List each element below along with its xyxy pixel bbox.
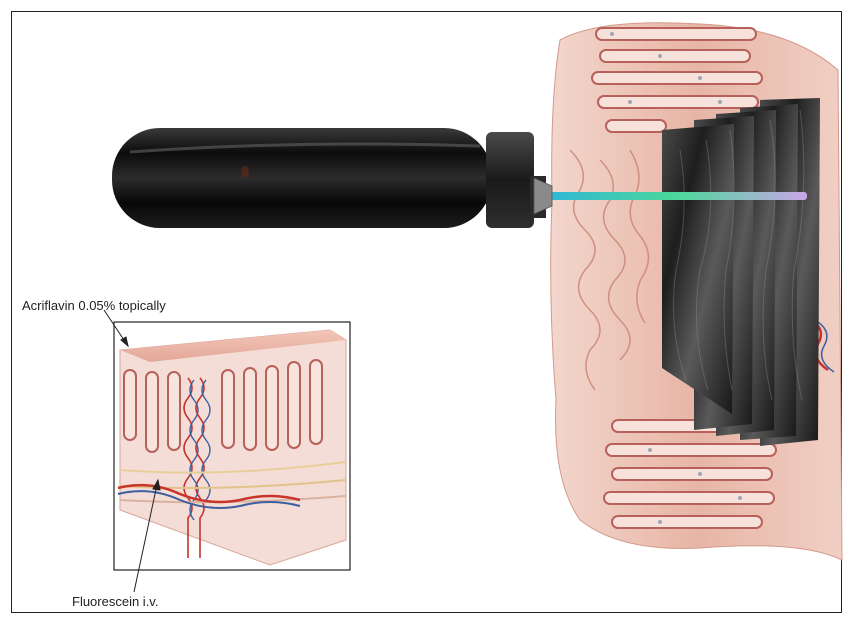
laser-beam (545, 192, 807, 200)
endomicroscope-probe (112, 128, 552, 228)
inset-tissue-illustration (114, 322, 350, 570)
topical-agent-label: Acriflavin 0.05% topically (22, 298, 166, 313)
iv-agent-label: Fluorescein i.v. (72, 594, 158, 609)
